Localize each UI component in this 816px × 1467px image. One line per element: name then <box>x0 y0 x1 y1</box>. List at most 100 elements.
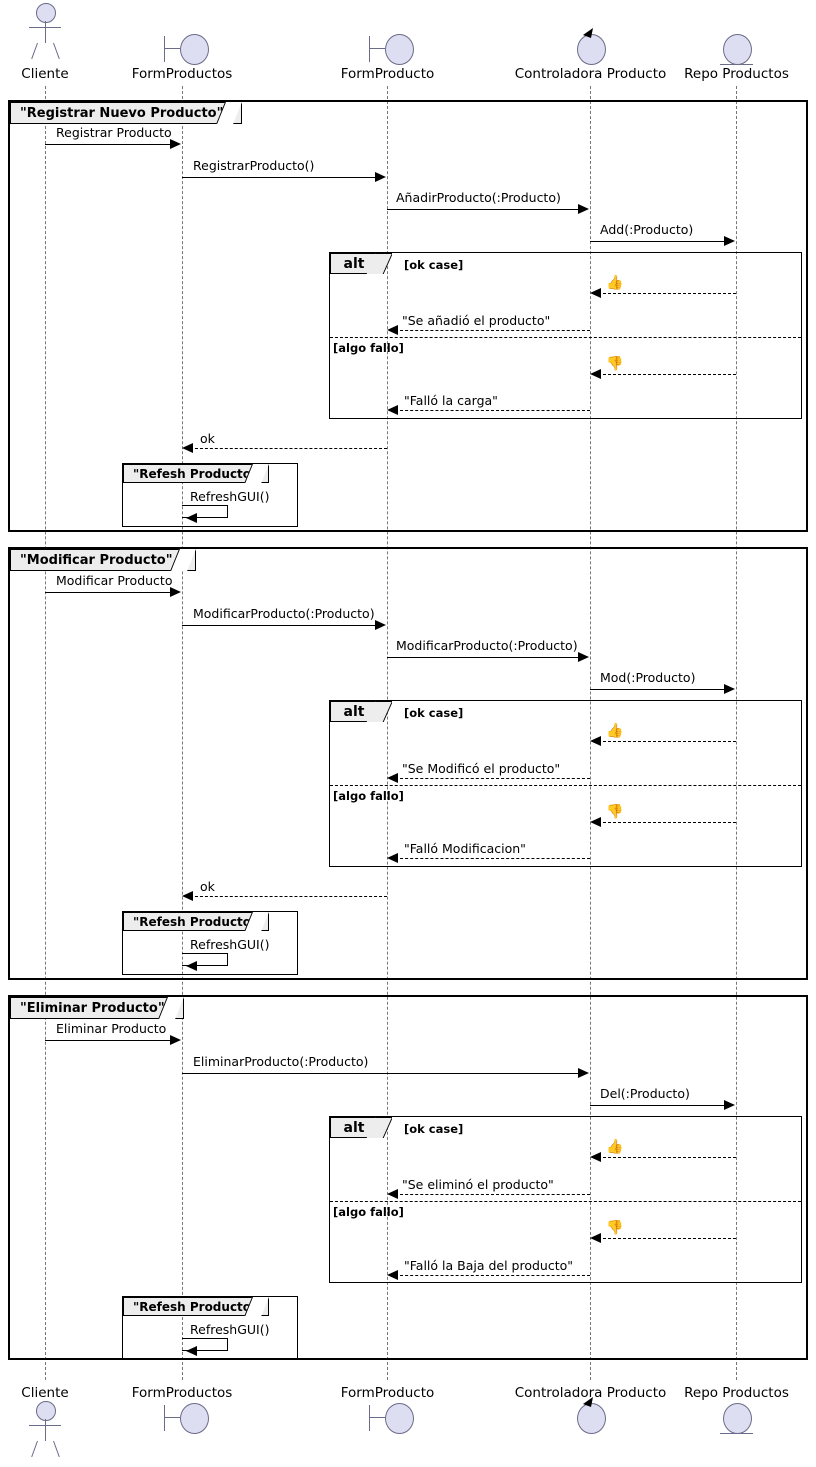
message-label: "Se eliminó el producto" <box>402 1177 554 1192</box>
participant-label-formproducto-bottom: FormProducto <box>340 1385 435 1401</box>
self-message-arrow-head <box>186 1346 197 1356</box>
message-arrow-head <box>590 1233 601 1243</box>
thumbs-down-icon: 👎 <box>606 1220 624 1236</box>
actor-icon-leg-left <box>31 42 38 60</box>
participant-label-formproductos: FormProductos <box>131 66 233 82</box>
actor-icon-leg-left <box>31 1440 38 1458</box>
message-arrow-head <box>170 1035 181 1045</box>
actor-icon-leg-right <box>53 42 60 60</box>
fragment-label-text: "Modificar Producto" <box>20 552 173 568</box>
entity-icon-underline <box>720 1433 753 1434</box>
lifeline-formproducto <box>387 86 388 1380</box>
thumbs-up-icon: 👍 <box>606 275 624 291</box>
message-arrow-line <box>45 592 171 593</box>
actor-icon-head <box>36 3 56 23</box>
self-message-loop <box>182 505 228 518</box>
message-arrow-line <box>45 144 171 145</box>
actor-icon-arms <box>29 27 61 28</box>
message-arrow-head <box>590 1152 601 1162</box>
lifeline-repo <box>736 86 737 1380</box>
message-arrow-line <box>598 1157 736 1158</box>
message-arrow-head <box>578 204 589 214</box>
participant-label-cliente-bottom: Cliente <box>21 1385 69 1401</box>
message-arrow-head <box>170 587 181 597</box>
message-label: Eliminar Producto <box>56 1021 167 1036</box>
participant-label-repo: Repo Productos <box>684 66 789 82</box>
message-arrow-line <box>395 778 590 779</box>
message-arrow-head <box>387 405 398 415</box>
message-label: Modificar Producto <box>56 573 173 588</box>
message-arrow-line <box>598 293 736 294</box>
control-icon-arrow <box>583 1397 593 1407</box>
fragment-modificar[interactable] <box>8 547 808 980</box>
self-message-arrow-head <box>186 513 197 523</box>
message-arrow-line <box>590 689 725 690</box>
boundary-icon-bar <box>164 36 165 62</box>
alt-branch-divider <box>330 785 801 786</box>
message-arrow-line <box>395 1194 590 1195</box>
actor-icon-arms <box>29 1425 61 1426</box>
message-arrow-head <box>182 891 193 901</box>
entity-icon-underline <box>720 64 753 65</box>
message-label: Add(:Producto) <box>600 222 694 237</box>
fragment-label-text: "Registrar Nuevo Producto" <box>20 105 224 121</box>
alt-guard-label: [algo fallo] <box>333 1205 404 1219</box>
message-arrow-line <box>387 209 579 210</box>
message-label: Mod(:Producto) <box>600 670 696 685</box>
message-arrow-head <box>375 620 386 630</box>
message-arrow-line <box>190 448 387 449</box>
message-arrow-line <box>598 1238 736 1239</box>
thumbs-down-icon: 👎 <box>606 804 624 820</box>
entity-icon-circle <box>723 1403 752 1434</box>
message-arrow-head <box>387 1189 398 1199</box>
self-message-arrow-head <box>186 961 197 971</box>
message-label: ModificarProducto(:Producto) <box>193 606 375 621</box>
nested-fragment-label: "Refesh Productos" <box>123 912 269 931</box>
nested-fragment-label-text: "Refesh Productos" <box>133 1299 265 1314</box>
control-icon-circle <box>577 1403 606 1434</box>
message-arrow-line <box>598 741 736 742</box>
alt-fragment-eliminar[interactable] <box>329 1116 802 1283</box>
self-message-label: RefreshGUI() <box>190 1322 270 1337</box>
boundary-icon-stem <box>369 1417 385 1418</box>
message-label: "Falló la carga" <box>404 393 498 408</box>
thumbs-down-icon: 👎 <box>606 356 624 372</box>
message-label: "Falló la Baja del producto" <box>404 1258 574 1273</box>
message-arrow-head <box>590 369 601 379</box>
nested-fragment-refresh[interactable] <box>122 911 298 975</box>
actor-icon-body <box>45 1419 46 1441</box>
alt-fragment-modificar[interactable] <box>329 700 802 867</box>
message-arrow-head <box>578 1068 589 1078</box>
message-label: EliminarProducto(:Producto) <box>193 1054 369 1069</box>
message-arrow-head <box>724 684 735 694</box>
nested-fragment-label-text: "Refesh Productos" <box>133 914 265 929</box>
message-label: Del(:Producto) <box>600 1086 690 1101</box>
alt-guard-label: [ok case] <box>404 258 464 272</box>
message-arrow-line <box>598 374 736 375</box>
fragment-registrar[interactable] <box>8 100 808 532</box>
actor-icon-body <box>45 21 46 43</box>
fragment-eliminar[interactable] <box>8 995 808 1360</box>
nested-fragment-refresh[interactable] <box>122 1296 298 1360</box>
actor-icon-leg-right <box>53 1440 60 1458</box>
message-arrow-head <box>182 443 193 453</box>
message-arrow-head <box>170 139 181 149</box>
message-arrow-line <box>590 241 725 242</box>
message-arrow-head <box>387 1270 398 1280</box>
alt-branch-divider <box>330 337 801 338</box>
thumbs-up-icon: 👍 <box>606 1139 624 1155</box>
control-icon-arrow <box>583 28 593 38</box>
self-message-label: RefreshGUI() <box>190 489 270 504</box>
message-label: Registrar Producto <box>56 125 172 140</box>
alt-guard-label: [algo fallo] <box>333 341 404 355</box>
alt-fragment-registrar[interactable] <box>329 252 802 419</box>
message-arrow-head <box>387 853 398 863</box>
message-arrow-line <box>190 896 387 897</box>
nested-fragment-refresh[interactable] <box>122 463 298 527</box>
alt-guard-label: [algo fallo] <box>333 789 404 803</box>
message-arrow-line <box>395 858 590 859</box>
message-arrow-line <box>45 1040 171 1041</box>
boundary-icon-bar <box>369 1405 370 1431</box>
nested-fragment-label: "Refesh Productos" <box>123 1297 269 1316</box>
nested-fragment-label-text: "Refesh Productos" <box>133 466 265 481</box>
